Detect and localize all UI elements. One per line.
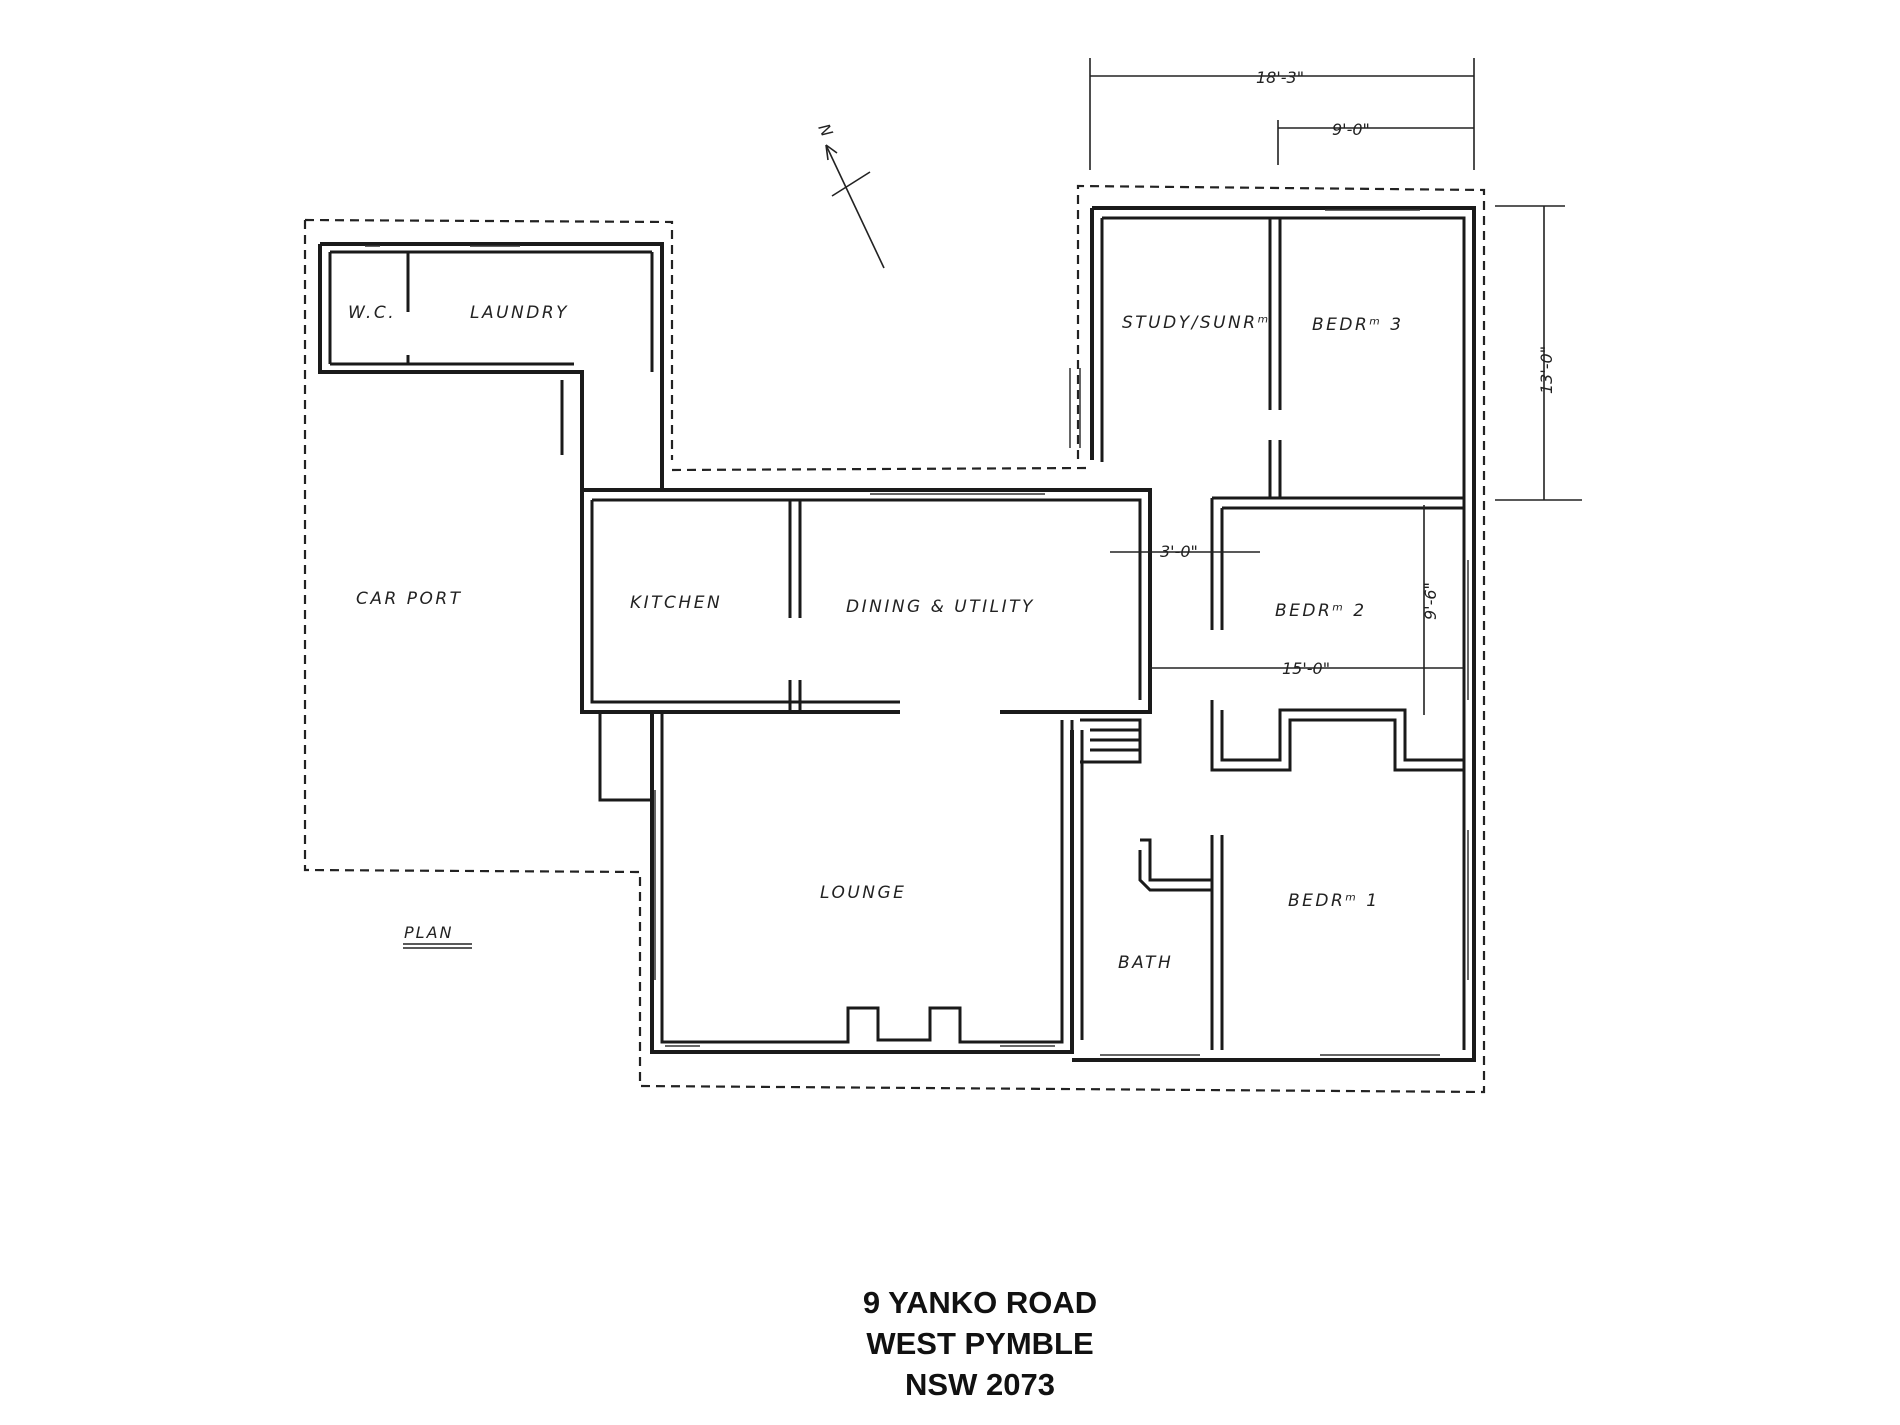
room-label-bath: BATH xyxy=(1118,953,1173,973)
dim-right-vertical: 13'-0" xyxy=(1537,346,1556,394)
room-label-lounge: LOUNGE xyxy=(820,883,906,903)
plan-label: PLAN xyxy=(404,923,453,942)
north-label: N xyxy=(814,121,836,140)
walls xyxy=(318,206,1476,1062)
plan-underline xyxy=(403,943,472,949)
room-label-dining: DINING & UTILITY xyxy=(846,597,1035,617)
dim-bedroom2-width: 15'-0" xyxy=(1282,659,1330,678)
room-label-study: STUDY/SUNRᵐ xyxy=(1122,313,1271,333)
address-line-3: NSW 2073 xyxy=(905,1367,1055,1402)
room-label-bedroom1: BEDRᵐ 1 xyxy=(1288,891,1380,911)
room-label-laundry: LAUNDRY xyxy=(470,303,569,323)
address-line-1: 9 YANKO ROAD xyxy=(863,1285,1097,1320)
room-label-wc: W.C. xyxy=(348,303,396,323)
dim-top-inner: 9'-0" xyxy=(1332,120,1370,139)
dimension-lines xyxy=(1089,58,1582,715)
dim-bedroom2-height: 9'-6" xyxy=(1421,582,1440,620)
room-label-bedroom3: BEDRᵐ 3 xyxy=(1312,315,1404,335)
room-label-kitchen: KITCHEN xyxy=(630,593,722,613)
dashed-outline xyxy=(303,184,1486,1094)
dim-hall-width: 3'-0" xyxy=(1160,542,1198,561)
dim-top-overall: 18'-3" xyxy=(1256,68,1304,87)
north-arrow-icon: N xyxy=(814,121,885,269)
address-line-2: WEST PYMBLE xyxy=(866,1326,1093,1361)
room-label-bedroom2: BEDRᵐ 2 xyxy=(1275,601,1367,621)
room-label-carport: CAR PORT xyxy=(356,589,463,609)
